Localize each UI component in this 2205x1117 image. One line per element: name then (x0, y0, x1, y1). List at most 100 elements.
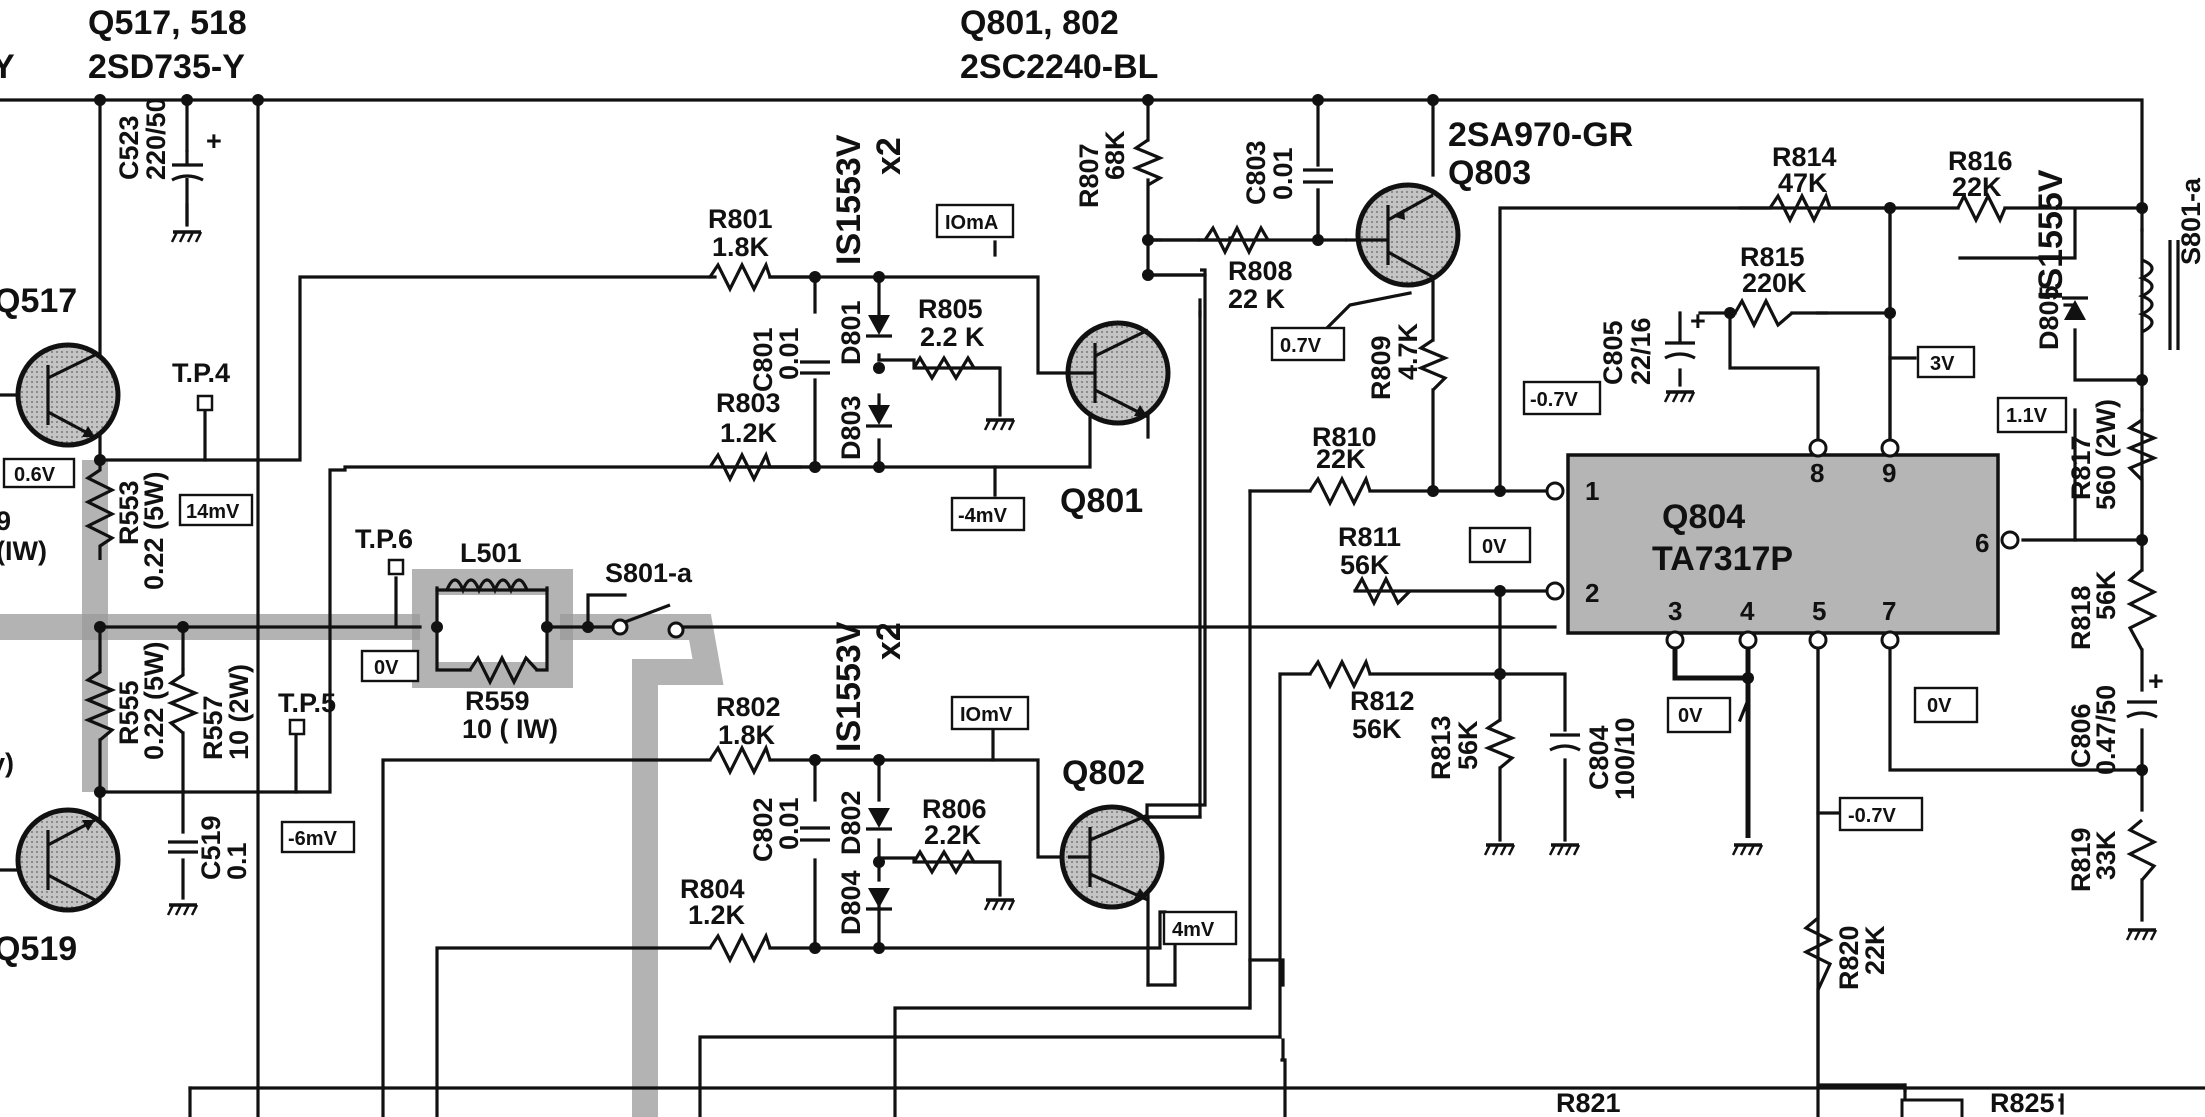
svg-text:100/10: 100/10 (1610, 717, 1640, 800)
voltage-v07-neg: -0.7V (1522, 380, 1602, 416)
svg-text:R825: R825 (1990, 1088, 2055, 1117)
svg-text:T.P.4: T.P.4 (172, 358, 230, 388)
voltage-v07: 0.7V (1270, 326, 1346, 362)
svg-text:T.P.5: T.P.5 (278, 688, 336, 718)
inductor-l501 (445, 578, 529, 595)
component-labels: C523 220/50 + T.P.4 T.P.5 T.P.6 R553 0.2… (114, 97, 2205, 1117)
svg-text:x2: x2 (870, 137, 908, 175)
svg-text:R809: R809 (1366, 335, 1396, 400)
voltage-v06: 0.6V (2, 457, 76, 489)
svg-text:R802: R802 (716, 692, 781, 722)
svg-text:R806: R806 (922, 794, 987, 824)
ic-ref: Q804 (1662, 498, 1745, 536)
svg-text:-0.7V: -0.7V (1530, 389, 1578, 411)
svg-text:22K: 22K (1860, 925, 1890, 975)
svg-text:C806: C806 (2066, 703, 2096, 768)
svg-text:0.47/50: 0.47/50 (2091, 685, 2121, 775)
svg-text:56K: 56K (1352, 714, 1402, 744)
svg-text:S801-a: S801-a (2176, 177, 2205, 265)
svg-text:R811: R811 (1338, 522, 1401, 552)
svg-text:8: 8 (1810, 458, 1824, 488)
svg-text:4mV: 4mV (1172, 919, 1215, 941)
svg-text:D805: D805 (2034, 285, 2064, 350)
svg-text:R815: R815 (1740, 242, 1805, 272)
svg-text:R557: R557 (198, 695, 228, 760)
svg-text:R805: R805 (918, 294, 983, 324)
voltage-v0-tp6: 0V (360, 649, 420, 683)
voltage-v0-ic: 0V (1468, 526, 1532, 564)
svg-text:(IW): (IW) (0, 536, 47, 566)
svg-text:7: 7 (1882, 596, 1896, 626)
svg-text:47K: 47K (1778, 168, 1828, 198)
svg-text:C523: C523 (114, 115, 144, 180)
voltage-v0-pin7: 0V (1913, 686, 1979, 724)
svg-text:220K: 220K (1742, 268, 1807, 298)
svg-text:56K: 56K (2091, 570, 2121, 620)
header-q517-518-part: 2SD735-Y (88, 48, 245, 86)
svg-text:C801: C801 (748, 327, 778, 392)
svg-text:33K: 33K (2091, 830, 2121, 880)
svg-text:R810: R810 (1312, 422, 1377, 452)
voltage-v10mv: IOmV (950, 695, 1030, 731)
svg-text:R803: R803 (716, 388, 781, 418)
svg-text:-4mV: -4mV (958, 505, 1008, 527)
svg-text:C804: C804 (1584, 725, 1614, 790)
transistor-q519 (15, 807, 121, 913)
svg-text:22K: 22K (1316, 444, 1366, 474)
voltage-v0-pin4: 0V (1666, 696, 1732, 734)
voltage-v6mv: -6mV (280, 820, 356, 854)
svg-text:10 ( IW): 10 ( IW) (462, 714, 558, 744)
svg-text:R819: R819 (2066, 827, 2096, 892)
svg-text:R559: R559 (465, 686, 530, 716)
svg-text:1.2K: 1.2K (720, 418, 778, 448)
svg-text:C519: C519 (196, 815, 226, 880)
svg-text:56K: 56K (1453, 720, 1483, 770)
svg-text:IS1555V: IS1555V (2032, 169, 2070, 300)
transistor-q802 (1059, 804, 1165, 910)
svg-text:+: + (2148, 666, 2164, 696)
label-q519: Q519 (0, 930, 77, 968)
svg-text:+: + (1690, 306, 1706, 336)
high-current-path (0, 460, 724, 1117)
svg-text:4: 4 (1740, 596, 1755, 626)
voltage-v3: 3V (1916, 345, 1976, 379)
label-q802: Q802 (1062, 754, 1145, 792)
header-q517-518: Q517, 518 (88, 4, 247, 42)
svg-text:x2: x2 (870, 622, 908, 660)
voltage-v11: 1.1V (1996, 396, 2068, 434)
header-q803-part: 2SA970-GR (1448, 116, 1633, 154)
svg-text:T.P.6: T.P.6 (355, 524, 413, 554)
svg-text:-6mV: -6mV (288, 828, 338, 850)
transistor-q803 (1345, 182, 1461, 288)
capacitor-c523 (170, 150, 204, 244)
svg-text:R813: R813 (1426, 715, 1456, 780)
capacitor-c519 (166, 840, 199, 917)
svg-text:0.22 (5W): 0.22 (5W) (139, 471, 169, 590)
svg-text:10 (2W): 10 (2W) (224, 664, 254, 760)
svg-text:R818: R818 (2066, 585, 2096, 650)
svg-text:R820: R820 (1834, 925, 1864, 990)
svg-text:14mV: 14mV (186, 501, 240, 523)
switch-s801a (611, 603, 685, 639)
transistor-q517 (15, 342, 121, 448)
svg-text:3V: 3V (1930, 353, 1955, 375)
svg-text:1.8K: 1.8K (712, 232, 770, 262)
svg-text:R804: R804 (680, 874, 745, 904)
svg-text:R553: R553 (114, 480, 144, 545)
svg-text:0.6V: 0.6V (14, 464, 56, 486)
svg-text:R816: R816 (1948, 146, 2013, 176)
svg-text:D803: D803 (836, 395, 866, 460)
transistor-q801 (1065, 320, 1171, 426)
header-q801-802: Q801, 802 (960, 4, 1119, 42)
svg-text:0V: 0V (374, 657, 399, 679)
svg-text:0V: 0V (1678, 705, 1703, 727)
headers: Q517, 518 2SD735-Y Y Q801, 802 2SC2240-B… (0, 4, 1633, 192)
svg-text:R555: R555 (114, 680, 144, 745)
svg-text:R807: R807 (1074, 143, 1104, 208)
label-q801: Q801 (1060, 482, 1143, 520)
svg-text:68K: 68K (1100, 130, 1130, 180)
ic-part: TA7317P (1652, 540, 1793, 578)
svg-text:R808: R808 (1228, 256, 1293, 286)
svg-text:v): v) (0, 748, 14, 778)
svg-text:IS1553V: IS1553V (830, 134, 868, 265)
